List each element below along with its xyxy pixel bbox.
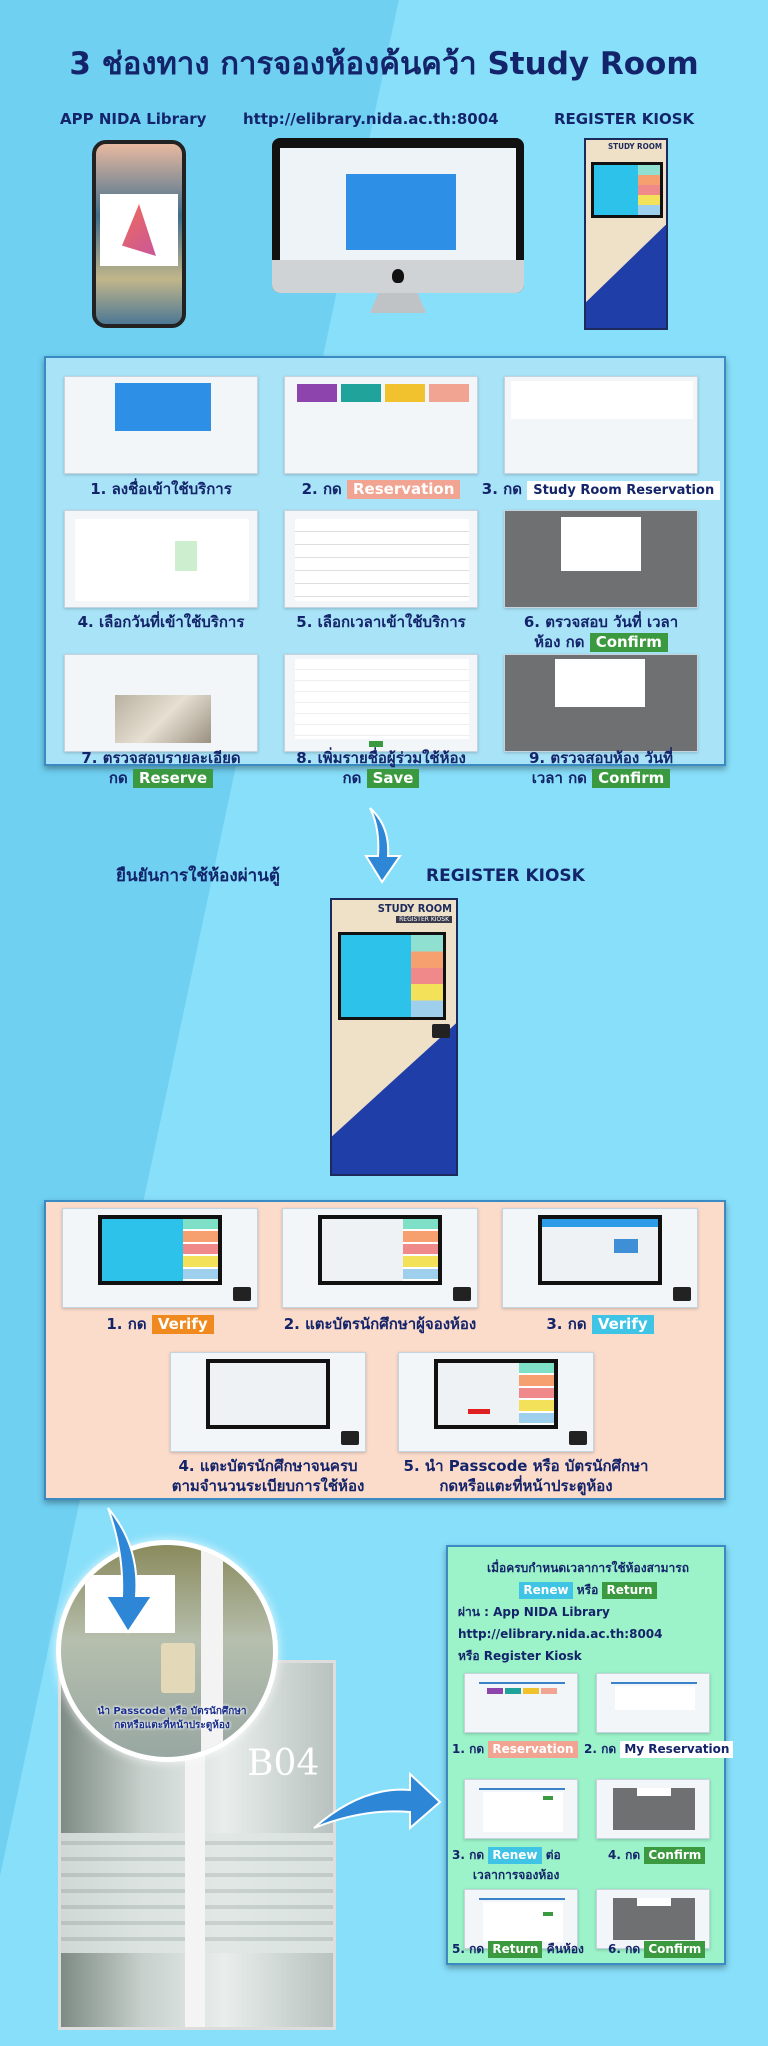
step-4-caption: 4. เลือกวันที่เข้าใช้บริการ (77, 613, 245, 631)
smartphone-app-icon (92, 140, 186, 328)
door-keypad-closeup: นำ Passcode หรือ บัตรนักศึกษากดหรือแตะที… (56, 1540, 278, 1762)
step-8-caption: 8. เพิ่มรายชื่อผู้ร่วมใช้ห้องกด Save (296, 749, 466, 788)
renew-return-panel: เมื่อครบกำหนดเวลาการใช้ห้องสามารถ Renew … (446, 1545, 734, 1965)
via-kiosk: หรือ Register Kiosk (458, 1649, 582, 1663)
kiosk-step-5-caption: 5. นำ Passcode หรือ บัตรนักศึกษากดหรือแต… (403, 1457, 649, 1495)
desktop-monitor-icon (272, 138, 524, 313)
keypad-icon (161, 1643, 195, 1693)
renew-step-6-screenshot (596, 1889, 710, 1949)
step-2-caption: 2. กด Reservation (284, 479, 478, 499)
reservation-button[interactable]: Reservation (488, 1741, 578, 1758)
step-3-caption: 3. กด Study Room Reservation (476, 479, 726, 500)
renew-step-5-caption: 5. กด Return คืนห้อง (452, 1941, 584, 1958)
kiosk-step-1-caption: 1. กด Verify (62, 1314, 258, 1334)
register-kiosk-label: REGISTER KIOSK (426, 866, 585, 886)
step-8-screenshot (284, 654, 478, 752)
card-reader-icon (432, 1024, 450, 1038)
confirm-button[interactable]: Confirm (644, 1847, 706, 1864)
renew-step-3-screenshot (464, 1779, 578, 1839)
study-room-reservation-button[interactable]: Study Room Reservation (527, 481, 721, 500)
confirm-via-kiosk-label: ยืนยันการใช้ห้องผ่านตู้ (116, 866, 280, 886)
kiosk-subtitle: REGISTER KIOSK (396, 916, 452, 923)
kiosk-step-3-screenshot (502, 1208, 698, 1308)
booking-steps-panel: 1. ลงชื่อเข้าใช้บริการ 2. กด Reservation… (44, 356, 726, 788)
kiosk-icon: STUDY ROOM (584, 138, 668, 330)
via-app: ผ่าน : App NIDA Library (458, 1605, 610, 1619)
kiosk-step-1-screenshot (62, 1208, 258, 1308)
renew-step-4-screenshot (596, 1779, 710, 1839)
room-number: B04 (247, 1743, 320, 1784)
kiosk-step-3-caption: 3. กด Verify (502, 1314, 698, 1334)
confirm-button[interactable]: Confirm (592, 769, 671, 788)
step-6-caption: 6. ตรวจสอบ วันที่ เวลาห้อง กด Confirm (523, 613, 679, 652)
down-arrow-icon (364, 807, 402, 884)
nida-app-logo (100, 194, 178, 266)
kiosk-step-2-screenshot (282, 1208, 478, 1308)
right-arrow-icon (313, 1771, 442, 1831)
kiosk-step-5-screenshot (398, 1352, 594, 1452)
renew-intro: เมื่อครบกำหนดเวลาการใช้ห้องสามารถ (486, 1561, 689, 1575)
kiosk-step-4-caption: 4. แตะบัตรนักศึกษาจนครบตามจำนวนระเบียบกา… (171, 1457, 365, 1495)
renew-button[interactable]: Renew (519, 1582, 573, 1599)
kiosk-title: STUDY ROOM (377, 902, 452, 915)
channel-label-app: APP NIDA Library (60, 110, 207, 128)
kiosk-step-2-caption: 2. แตะบัตรนักศึกษาผู้จองห้อง (283, 1315, 477, 1333)
renew-step-5-screenshot (464, 1889, 578, 1949)
down-arrow-icon (104, 1507, 154, 1634)
step-7-screenshot (64, 654, 258, 752)
step-7-caption: 7. ตรวจสอบรายละเอียดกด Reserve (81, 749, 241, 788)
step-9-screenshot (504, 654, 698, 752)
channel-label-kiosk: REGISTER KIOSK (554, 110, 695, 128)
kiosk-steps-panel: 1. กด Verify 2. แตะบัตรนักศึกษาผู้จองห้อ… (44, 1200, 726, 1500)
renew-step-1-screenshot (464, 1673, 578, 1733)
renew-step-4-caption: 4. กด Confirm (608, 1845, 706, 1865)
step-3-screenshot (504, 376, 698, 474)
kiosk-step-4-screenshot (170, 1352, 366, 1452)
step-2-screenshot (284, 376, 478, 474)
renew-step-3-caption: 3. กด Renew ต่อ เวลาการจองห้อง (452, 1847, 561, 1882)
kiosk-title: STUDY ROOM (608, 142, 662, 151)
step-4-screenshot (64, 510, 258, 608)
return-button[interactable]: Return (602, 1582, 657, 1599)
my-reservation-button[interactable]: My Reservation (620, 1741, 734, 1758)
renew-step-2-caption: 2. กด My Reservation (584, 1739, 734, 1759)
confirm-button[interactable]: Confirm (644, 1941, 706, 1958)
renew-step-6-caption: 6. กด Confirm (608, 1939, 706, 1959)
step-1-caption: 1. ลงชื่อเข้าใช้บริการ (90, 480, 232, 498)
return-button[interactable]: Return (488, 1941, 543, 1958)
renew-button[interactable]: Renew (488, 1847, 542, 1864)
step-5-caption: 5. เลือกเวลาเข้าใช้บริการ (296, 613, 466, 631)
verify-button[interactable]: Verify (151, 1315, 214, 1334)
step-6-screenshot (504, 510, 698, 608)
kiosk-icon: STUDY ROOM REGISTER KIOSK (330, 898, 458, 1176)
door-caption: นำ Passcode หรือ บัตรนักศึกษากดหรือแตะที… (97, 1706, 247, 1731)
reservation-button[interactable]: Reservation (347, 480, 461, 499)
confirm-button[interactable]: Confirm (589, 633, 668, 652)
save-button[interactable]: Save (366, 769, 420, 788)
renew-step-2-screenshot (596, 1673, 710, 1733)
verify-button[interactable]: Verify (591, 1315, 654, 1334)
apple-logo-icon (392, 269, 404, 283)
reserve-button[interactable]: Reserve (132, 769, 214, 788)
renew-step-1-caption: 1. กด Reservation (452, 1739, 578, 1759)
channel-label-web: http://elibrary.nida.ac.th:8004 (243, 110, 499, 128)
library-url[interactable]: http://elibrary.nida.ac.th:8004 (458, 1627, 663, 1641)
login-form-preview (346, 174, 456, 250)
step-5-screenshot (284, 510, 478, 608)
step-9-caption: 9. ตรวจสอบห้อง วันที่เวลา กด Confirm (528, 749, 674, 788)
step-1-screenshot (64, 376, 258, 474)
page-title: 3 ช่องทาง การจองห้องค้นคว้า Study Room (69, 46, 699, 82)
